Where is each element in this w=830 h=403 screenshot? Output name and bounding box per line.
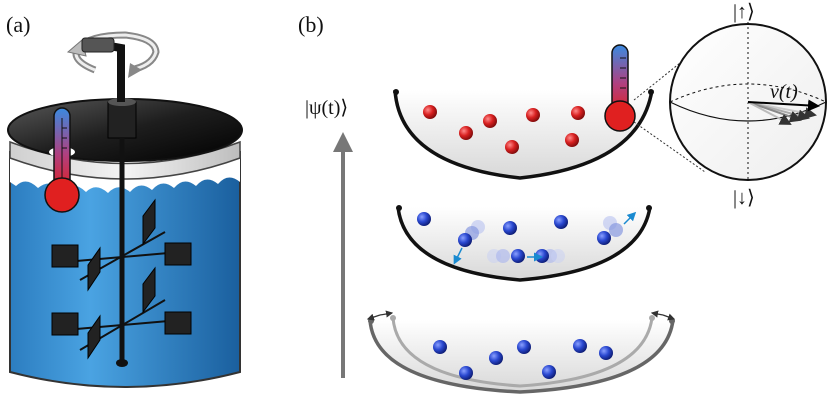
cold-moving-bowl [396, 205, 652, 282]
bloch-vector-label: v(t) [770, 81, 798, 103]
cold-particle [503, 221, 517, 235]
cold-particle [511, 249, 525, 263]
cold-particle [597, 231, 611, 245]
cold-expanding-bowl [366, 310, 676, 394]
hot-particle [505, 140, 519, 154]
stirrer-paddles [51, 198, 192, 360]
cold-particle [535, 249, 549, 263]
bloch-down-label: |↓⟩ [733, 187, 755, 209]
cold-particle [573, 339, 587, 353]
thermometer-icon [44, 107, 80, 213]
cold-particle [417, 212, 431, 226]
cold-particle [517, 340, 531, 354]
cold-particle [458, 233, 472, 247]
hot-bowl [393, 89, 654, 180]
tank [9, 140, 241, 388]
cold-particle [554, 215, 568, 229]
thermometer-icon [604, 44, 636, 132]
hot-particle [526, 108, 540, 122]
panel-b: (b) |ψ(t)⟩ [298, 1, 827, 394]
motor [103, 41, 137, 139]
cold-particle [542, 365, 556, 379]
cold-particle [433, 340, 447, 354]
cold-particle [599, 346, 613, 360]
hot-particle [423, 105, 437, 119]
panel-b-label: (b) [298, 12, 324, 37]
cold-particle [489, 351, 503, 365]
cold-particle [459, 366, 473, 380]
rotation-arrow-icon [66, 31, 160, 78]
bloch-up-label: |↑⟩ [733, 1, 755, 23]
state-label: |ψ(t)⟩ [305, 97, 348, 119]
panel-a: (a) [6, 12, 243, 388]
hot-particle [565, 133, 579, 147]
hot-particle [571, 106, 585, 120]
hot-particle [459, 126, 473, 140]
bloch-sphere-icon: |↑⟩ |↓⟩ v(t) [669, 1, 827, 209]
hot-particle [483, 114, 497, 128]
panel-a-label: (a) [6, 12, 30, 37]
